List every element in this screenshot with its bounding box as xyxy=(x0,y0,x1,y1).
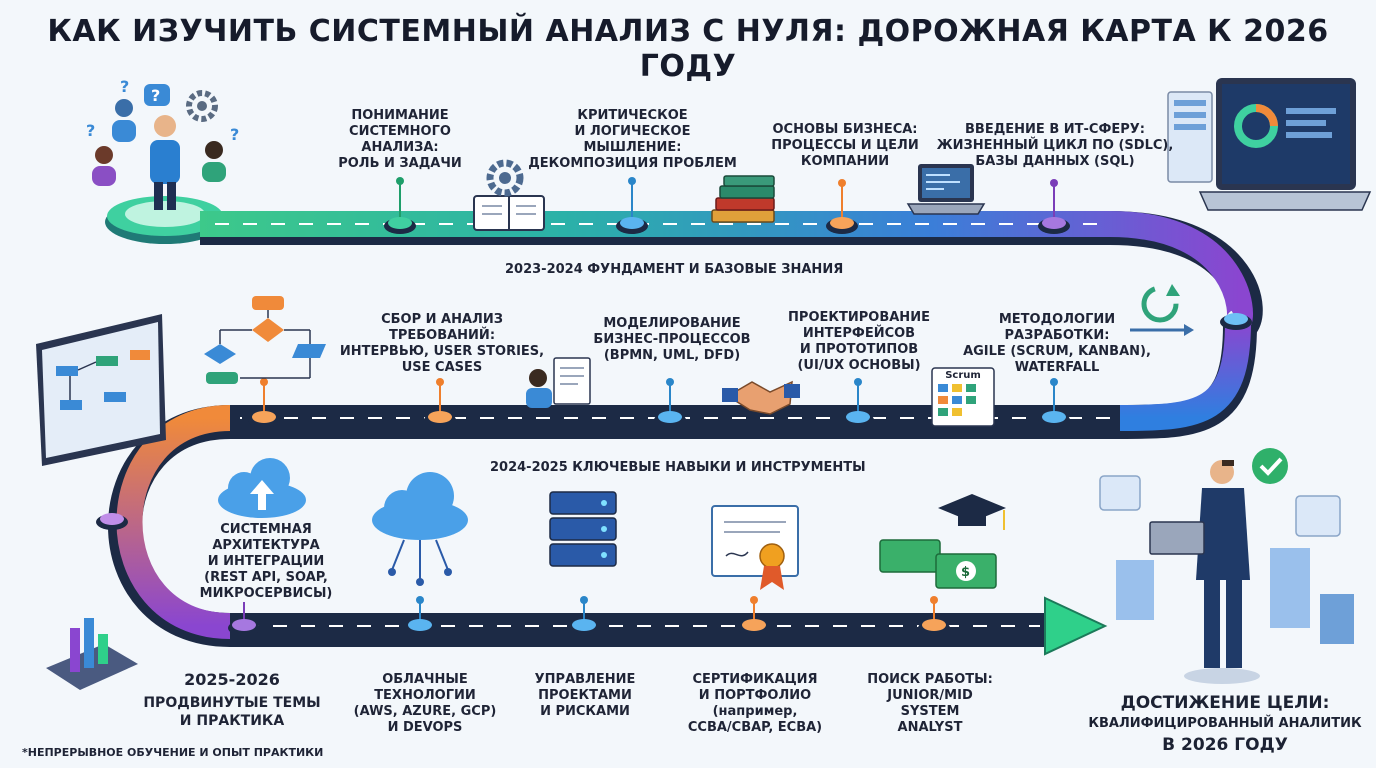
milestone-label: СИСТЕМНАЯ АРХИТЕКТУРА И ИНТЕГРАЦИИ (REST… xyxy=(199,522,333,601)
scrum-board-title: Scrum xyxy=(945,370,981,381)
certificate-icon xyxy=(711,505,799,590)
milestone-marker xyxy=(228,602,260,636)
milestone-label: МОДЕЛИРОВАНИЕ БИЗНЕС-ПРОЦЕССОВ (BPMN, UM… xyxy=(593,316,751,363)
start-platform xyxy=(105,196,225,244)
milestone-marker xyxy=(96,513,128,530)
goal-heading: ДОСТИЖЕНИЕ ЦЕЛИ: xyxy=(1120,693,1330,713)
milestone-label: СЕРТИФИКАЦИЯ И ПОРТФОЛИО (например, CCBA… xyxy=(687,672,823,735)
milestone-label: ОСНОВЫ БИЗНЕСА: ПРОЦЕССЫ И ЦЕЛИ КОМПАНИИ xyxy=(771,122,919,169)
milestone-label: ВВЕДЕНИЕ В ИТ-СФЕРУ: ЖИЗНЕННЫЙ ЦИКЛ ПО (… xyxy=(936,122,1174,169)
milestone-label: ПРОЕКТИРОВАНИЕ ИНТЕРФЕЙСОВ И ПРОТОТИПОВ … xyxy=(788,310,930,373)
books-icon xyxy=(711,175,775,223)
goal-analyst-icon xyxy=(1099,448,1354,684)
milestone-label: МЕТОДОЛОГИИ РАЗРАБОТКИ: AGILE (SCRUM, KA… xyxy=(963,312,1151,375)
milestone-marker xyxy=(384,177,416,234)
scrum-board-icon xyxy=(931,367,995,427)
milestone-label: ПОИСК РАБОТЫ: JUNIOR/MID SYSTEM ANALYST xyxy=(867,672,993,735)
phase-label-1: 2023-2024 ФУНДАМЕНТ И БАЗОВЫЕ ЗНАНИЯ xyxy=(505,262,844,277)
book-gear-icon xyxy=(473,159,545,231)
handshake-icon xyxy=(722,380,800,415)
milestone-label: КРИТИЧЕСКОЕ И ЛОГИЧЕСКОЕ МЫШЛЕНИЕ: ДЕКОМ… xyxy=(528,108,737,171)
process-diagram-screen-icon xyxy=(36,314,166,466)
phase-label-3: ПРОДВИНУТЫЕ ТЕМЫ И ПРАКТИКА xyxy=(143,695,321,729)
milestone-marker xyxy=(738,596,770,636)
milestone-marker xyxy=(826,179,858,234)
milestone-marker xyxy=(654,378,686,428)
milestone-marker xyxy=(568,596,600,636)
phase-label-2: 2024-2025 КЛЮЧЕВЫЕ НАВЫКИ И ИНСТРУМЕНТЫ xyxy=(490,460,866,475)
svg-text:?: ? xyxy=(151,86,160,105)
milestone-marker xyxy=(1220,313,1252,330)
svg-text:$: $ xyxy=(961,565,970,580)
milestone-marker xyxy=(616,177,648,234)
agile-cycle-icon xyxy=(1130,284,1194,336)
milestone-marker xyxy=(842,378,874,428)
milestone-label: ОБЛАЧНЫЕ ТЕХНОЛОГИИ (AWS, AZURE, GCP) И … xyxy=(353,672,497,735)
svg-text:?: ? xyxy=(86,121,95,140)
milestone-marker xyxy=(918,596,950,636)
milestone-label: ПОНИМАНИЕ СИСТЕМНОГО АНАЛИЗА: РОЛЬ И ЗАД… xyxy=(338,108,462,171)
goal-line-1: КВАЛИФИЦИРОВАННЫЙ АНАЛИТИК xyxy=(1088,716,1362,731)
footnote: *НЕПРЕРЫВНОЕ ОБУЧЕНИЕ И ОПЫТ ПРАКТИКИ xyxy=(22,746,324,759)
cloud-upload-icon xyxy=(218,458,306,518)
svg-text:?: ? xyxy=(120,77,129,96)
bar-chart-icon xyxy=(46,618,138,690)
flowchart-icon xyxy=(204,296,326,384)
requirements-document-icon xyxy=(526,357,591,408)
milestone-label: СБОР И АНАЛИЗ ТРЕБОВАНИЙ: ИНТЕРВЬЮ, USER… xyxy=(339,312,545,375)
goal-caption: ДОСТИЖЕНИЕ ЦЕЛИ: КВАЛИФИЦИРОВАННЫЙ АНАЛИ… xyxy=(1075,692,1375,756)
page-title: КАК ИЗУЧИТЬ СИСТЕМНЫЙ АНАЛИЗ С НУЛЯ: ДОР… xyxy=(47,14,1329,84)
svg-text:?: ? xyxy=(230,125,239,144)
finish-arrow xyxy=(1044,596,1108,656)
milestone-marker xyxy=(404,596,436,636)
laptop-code-icon xyxy=(906,164,986,215)
phase-year-3: 2025-2026 xyxy=(184,670,280,689)
milestone-marker xyxy=(1038,179,1070,234)
team-question-icon: ? ? ? ? xyxy=(86,77,239,210)
goal-line-2: В 2026 ГОДУ xyxy=(1162,735,1288,755)
milestone-marker xyxy=(1038,378,1070,428)
graduation-money-icon: $ xyxy=(879,494,1006,589)
server-rack-icon xyxy=(549,491,617,567)
dashboard-laptop-icon xyxy=(1167,78,1372,211)
cloud-network-icon xyxy=(372,472,468,586)
milestone-label: УПРАВЛЕНИЕ ПРОЕКТАМИ И РИСКАМИ xyxy=(534,672,636,719)
milestone-marker xyxy=(424,378,456,428)
milestone-marker xyxy=(248,378,280,428)
